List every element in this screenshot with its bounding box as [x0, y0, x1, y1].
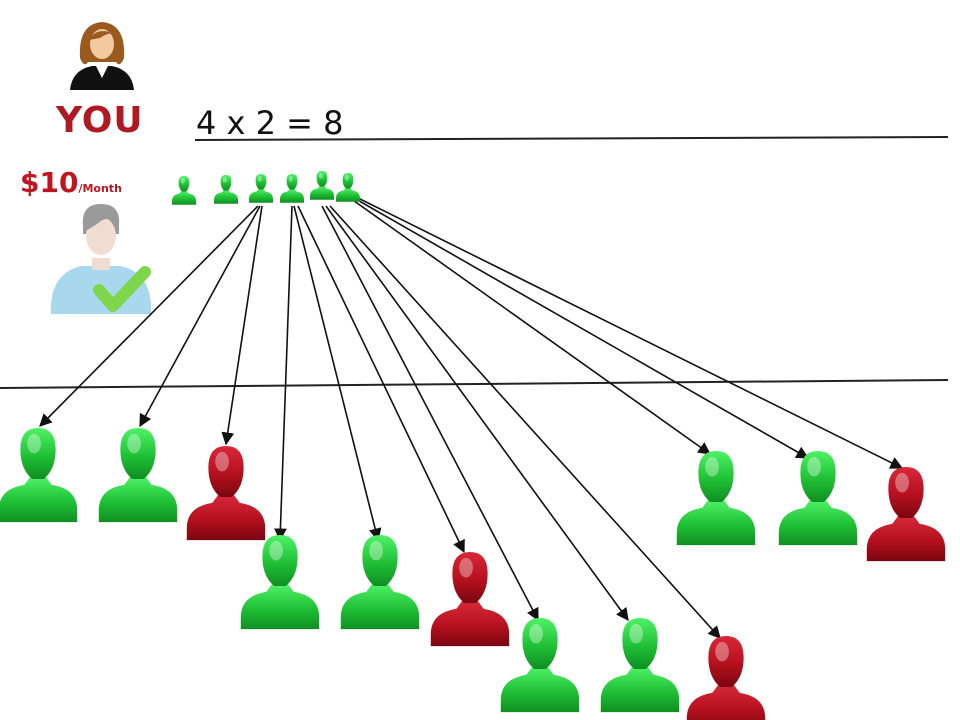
small-person-icon [214, 175, 238, 204]
referral-row [172, 171, 360, 205]
arrow-group [39, 197, 904, 639]
downline-red-person-icon [186, 446, 266, 541]
referral-arrow [349, 197, 712, 455]
small-person-icon [280, 174, 304, 203]
referral-arrow [297, 205, 465, 554]
middle-divider [0, 379, 949, 389]
downline-green-person-icon [0, 428, 78, 523]
downline-red-person-icon [866, 467, 946, 562]
price-period: /Month [78, 182, 122, 195]
referral-arrow [274, 205, 293, 542]
small-person-icon [172, 176, 196, 205]
small-person-icon [310, 171, 334, 200]
referral-arrow [293, 205, 382, 542]
referral-arrow [39, 205, 259, 427]
referral-arrow [353, 197, 810, 459]
downline-green-person-icon [240, 535, 320, 630]
downline-green-person-icon [340, 535, 420, 630]
woman-avatar-icon [70, 22, 134, 90]
referral-arrow [325, 205, 629, 622]
top-divider [194, 136, 949, 141]
subscriber-avatar-icon [50, 204, 152, 314]
downline-green-person-icon [778, 451, 858, 546]
downline-red-person-icon [430, 552, 510, 647]
downline-group [0, 428, 946, 720]
referral-arrow [221, 205, 263, 446]
downline-red-person-icon [686, 636, 766, 720]
downline-green-person-icon [500, 618, 580, 713]
price-label: $10/Month [20, 166, 122, 199]
downline-green-person-icon [98, 428, 178, 523]
downline-green-person-icon [676, 451, 756, 546]
price-amount: $10 [20, 166, 79, 199]
referral-arrow [357, 197, 904, 469]
small-person-icon [336, 173, 360, 202]
you-label: YOU [56, 100, 144, 141]
referral-arrow [321, 205, 539, 622]
referral-arrow [139, 205, 261, 428]
small-person-icon [249, 174, 273, 203]
downline-green-person-icon [600, 618, 680, 713]
referral-arrow [329, 205, 721, 639]
equation-text: 4 x 2 = 8 [196, 104, 344, 142]
